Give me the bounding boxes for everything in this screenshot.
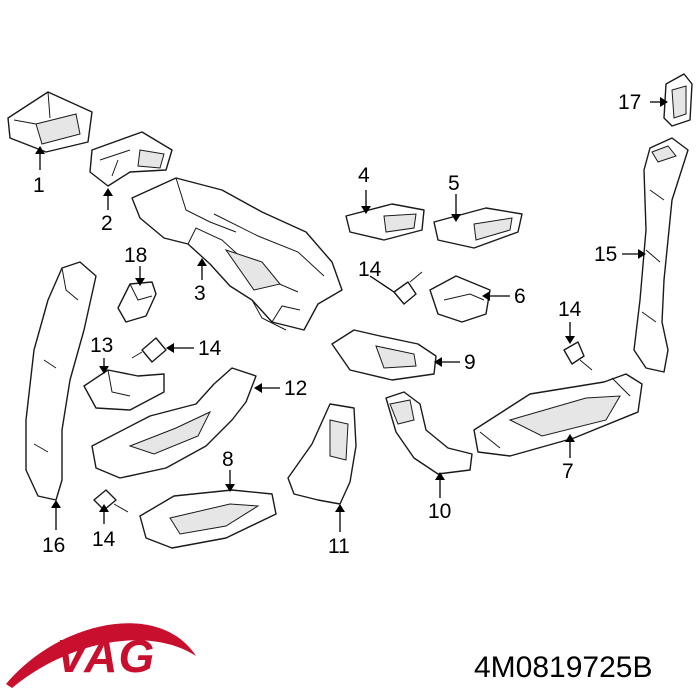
callout-3: 3 <box>194 282 206 305</box>
callout-11: 11 <box>328 535 350 558</box>
brand-text: VAG <box>56 630 155 682</box>
part-17-vent <box>664 74 692 126</box>
part-14-fastener-a <box>394 272 422 304</box>
callout-14-b: 14 <box>198 337 222 360</box>
part-10-vertical-duct <box>386 392 472 474</box>
callout-17: 17 <box>618 91 641 114</box>
callout-9: 9 <box>464 351 476 374</box>
part-11-bracket-duct <box>288 404 356 504</box>
part-7-rear-duct <box>474 374 642 456</box>
callout-12: 12 <box>284 377 307 400</box>
callout-10: 10 <box>428 500 451 523</box>
part-2-duct-connector <box>90 132 172 186</box>
callout-14-c: 14 <box>558 298 582 321</box>
part-18-clip <box>118 282 156 322</box>
part-14-fastener-b <box>132 338 166 362</box>
part-6-bracket <box>430 276 490 322</box>
callout-6: 6 <box>514 285 526 308</box>
callout-15: 15 <box>594 243 617 266</box>
part-8-floor-duct <box>140 490 276 548</box>
callout-14-d: 14 <box>92 528 116 551</box>
part-number: 4M0819725B <box>474 651 652 684</box>
part-4-vent <box>346 204 424 240</box>
callout-1: 1 <box>33 174 45 197</box>
callout-4: 4 <box>358 164 370 187</box>
part-16-side-duct <box>26 262 96 500</box>
callout-5: 5 <box>448 172 460 195</box>
callout-7: 7 <box>562 460 574 483</box>
part-1-vent-outlet <box>8 92 92 152</box>
part-5-vent <box>434 208 522 248</box>
callout-18: 18 <box>124 244 147 267</box>
callout-16: 16 <box>42 534 65 557</box>
part-14-fastener-c <box>564 342 592 370</box>
part-3-center-duct <box>132 178 342 330</box>
callout-14-a: 14 <box>358 258 382 281</box>
callout-13: 13 <box>90 334 113 357</box>
part-9-duct-elbow <box>332 330 436 380</box>
part-14-fastener-d <box>94 490 128 512</box>
callout-2: 2 <box>101 212 113 235</box>
vag-logo: VAG <box>6 623 196 688</box>
callout-8: 8 <box>222 448 234 471</box>
part-13-clip <box>84 370 164 410</box>
